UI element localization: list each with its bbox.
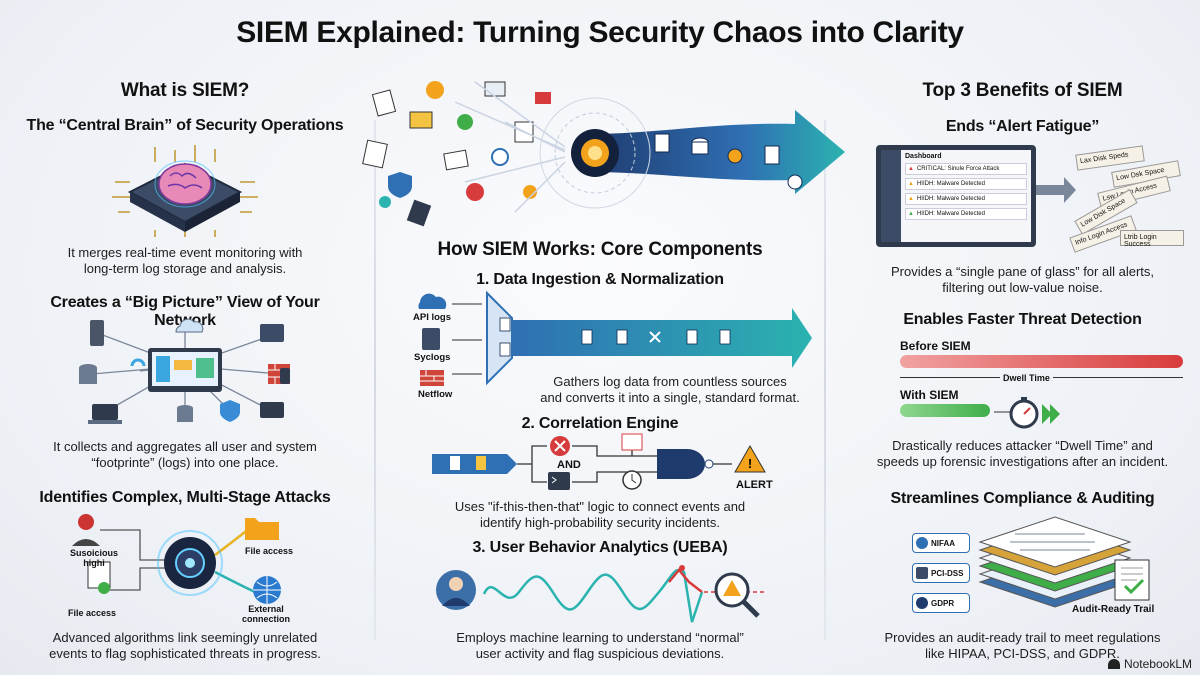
filter-arrow xyxy=(1036,177,1076,203)
stopwatch-icon xyxy=(994,397,1060,429)
faster-detection-text-2: speeds up forensic investigations after … xyxy=(876,454,1169,469)
warning-icon: ▲ xyxy=(908,211,914,217)
alert-fatigue-text-1: Provides a “single pane of glass” for al… xyxy=(890,264,1154,279)
compliance-title: Streamlines Compliance & Auditing xyxy=(890,490,1155,507)
pci-dss-badge: PCI-DSS xyxy=(912,563,970,583)
external-label-1: External xyxy=(248,604,284,614)
seal-icon xyxy=(916,537,928,549)
before-siem-bar xyxy=(900,355,1183,368)
multi-stage-text-2: events to flag sophisticated threats in … xyxy=(49,646,321,661)
and-gate-label: AND xyxy=(557,459,581,471)
card-icon xyxy=(916,567,928,579)
file-access-label-left: File access xyxy=(67,608,117,618)
compliance-text-1: Provides an audit-ready trail to meet re… xyxy=(884,630,1161,645)
gdpr-badge: GDPR xyxy=(912,593,970,613)
attack-chain-diagram xyxy=(72,514,281,604)
alert-fatigue-title: Ends “Alert Fatigue” xyxy=(945,118,1100,135)
left-heading: What is SIEM? xyxy=(120,80,250,101)
brand-label: NotebookLM xyxy=(1123,657,1192,671)
ueba-text-1: Employs machine learning to understand “… xyxy=(456,630,744,645)
hipaa-badge: NIFAA xyxy=(912,533,970,553)
center-heading: How SIEM Works: Core Components xyxy=(437,239,763,260)
notebooklm-logo-icon xyxy=(1107,659,1120,669)
correlation-logic-diagram: ! xyxy=(432,433,766,490)
left-divider xyxy=(374,120,376,640)
multi-stage-text-1: Advanced algorithms link seemingly unrel… xyxy=(52,630,318,645)
big-picture-text-1: It collects and aggregates all user and … xyxy=(53,439,317,454)
warning-icon: ▲ xyxy=(908,196,914,202)
alert-row: ▲CRITICAL: Sinule Force Attack xyxy=(905,163,1027,175)
dashboard-window: Dashboard ▲CRITICAL: Sinule Force Attack… xyxy=(876,145,1036,247)
compliance-text-2: like HIPAA, PCI-DSS, and GDPR. xyxy=(925,646,1120,661)
right-heading: Top 3 Benefits of SIEM xyxy=(922,80,1123,101)
warning-icon: ▲ xyxy=(908,166,914,172)
faster-detection-text-1: Drastically reduces attacker “Dwell Time… xyxy=(892,438,1153,453)
warning-icon: ▲ xyxy=(908,181,914,187)
suspicious-label-1: Susoicious xyxy=(69,548,118,558)
central-brain-text-1: It merges real-time event monitoring wit… xyxy=(67,245,303,260)
multi-stage-title: Identifies Complex, Multi-Stage Attacks xyxy=(39,489,331,506)
central-brain-text-2: long-term log storage and analysis. xyxy=(83,261,287,276)
alert-row: ▲HIIDH: Malware Detected xyxy=(905,193,1027,205)
document-stack-icon xyxy=(978,516,1150,608)
ueba-behavior-graph xyxy=(436,565,764,623)
eu-stars-icon xyxy=(916,597,928,609)
before-siem-label: Before SIEM xyxy=(900,339,971,353)
notebooklm-brand: NotebookLM xyxy=(1107,657,1192,671)
ingestion-text-2: and converts it into a single, standard … xyxy=(540,390,800,405)
syslogs-label: Syclogs xyxy=(414,352,451,363)
chaos-to-clarity-illustration xyxy=(362,81,845,227)
dashboard-title: Dashboard xyxy=(905,153,942,160)
file-access-label-right: File access xyxy=(244,546,294,556)
external-label-2: connection xyxy=(241,614,290,624)
central-brain-title: The “Central Brain” of Security Operatio… xyxy=(26,117,344,134)
with-siem-bar xyxy=(900,404,990,417)
ingestion-funnel-diagram xyxy=(418,290,812,386)
dwell-time-label: Dwell Time xyxy=(1000,373,1053,383)
suspicious-label-2: highi xyxy=(83,558,105,568)
page-title: SIEM Explained: Turning Security Chaos i… xyxy=(236,16,964,49)
api-logs-label: API logs xyxy=(413,312,452,323)
right-divider xyxy=(824,120,826,640)
correlation-title: 2. Correlation Engine xyxy=(521,415,679,432)
alert-row: ▲HIIDH: Malware Detected xyxy=(905,178,1027,190)
noise-card: Ltrib Login Success xyxy=(1120,230,1184,248)
ueba-title: 3. User Behavior Analytics (UEBA) xyxy=(472,539,728,556)
faster-detection-title: Enables Faster Threat Detection xyxy=(903,311,1142,328)
correlation-text-2: identify high-probability security incid… xyxy=(480,515,720,530)
dashboard-sidebar xyxy=(881,150,901,242)
brain-chip-icon xyxy=(112,145,258,237)
correlation-text-1: Uses "if-this-then-that" logic to connec… xyxy=(454,499,746,514)
big-picture-text-2: “footprinte” (logs) into one place. xyxy=(91,455,279,470)
network-diagram-icon xyxy=(79,318,290,424)
svg-text:!: ! xyxy=(748,456,752,471)
ueba-text-2: user activity and flag suspicious deviat… xyxy=(475,646,725,661)
ingestion-text-1: Gathers log data from countless sources xyxy=(553,374,787,389)
alert-label: ALERT xyxy=(736,479,773,491)
netflow-label: Netflow xyxy=(418,389,453,400)
with-siem-label: With SIEM xyxy=(900,388,959,402)
alert-row: ▲HIIDH: Malware Detected xyxy=(905,208,1027,220)
noise-pile: Lax Disk Speds Low Dsk Space Lsw Login A… xyxy=(1068,145,1186,253)
alert-fatigue-text-2: filtering out low-value noise. xyxy=(942,280,1103,295)
ingestion-title: 1. Data Ingestion & Normalization xyxy=(476,271,724,288)
audit-trail-label: Audit-Ready Trail xyxy=(1072,604,1155,615)
